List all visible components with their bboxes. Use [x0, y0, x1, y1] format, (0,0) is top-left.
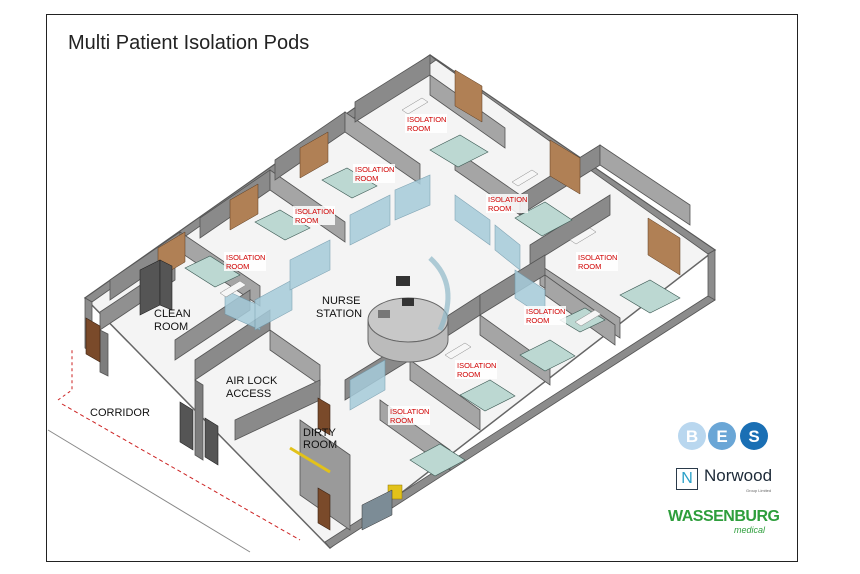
ceiling-lights	[219, 97, 602, 360]
isolation-label-4a: ISOLATION	[226, 253, 265, 262]
corridor-lines	[47, 350, 301, 553]
nurse-station-label-2: STATION	[316, 308, 362, 320]
isolation-label-6a: ISOLATION	[578, 253, 617, 262]
isolation-label-8b: ROOM	[457, 370, 480, 379]
isolation-label-3b: ROOM	[295, 216, 318, 225]
bes-logo: B E S	[678, 422, 768, 450]
doors	[85, 317, 331, 531]
isolation-label-6b: ROOM	[578, 262, 601, 271]
lockers	[139, 259, 173, 316]
isolation-label-7a: ISOLATION	[526, 307, 565, 316]
dirty-room-fittings	[289, 446, 403, 531]
isolation-label-4b: ROOM	[226, 262, 249, 271]
isolation-label-9a: ISOLATION	[390, 407, 429, 416]
wassenburg-name: WASSENBURG	[668, 508, 780, 525]
clean-room-label-1: CLEAN	[154, 308, 191, 320]
isolation-label-9b: ROOM	[390, 416, 413, 425]
nurse-station-label-1: NURSE	[322, 295, 361, 307]
grey-doors	[179, 401, 219, 466]
isolation-label-2a: ISOLATION	[355, 165, 394, 174]
nurse-station	[367, 256, 451, 363]
isolation-label-5a: ISOLATION	[488, 195, 527, 204]
isolation-label-3a: ISOLATION	[295, 207, 334, 216]
isolation-label-8a: ISOLATION	[457, 361, 496, 370]
dirty-room-label-1: DIRTY	[303, 427, 336, 439]
wassenburg-logo: WASSENBURG medical	[668, 508, 788, 536]
dirty-room-label-2: ROOM	[303, 439, 337, 451]
air-lock-label-2: ACCESS	[226, 388, 271, 400]
isolation-label-5b: ROOM	[488, 204, 511, 213]
bes-letter-b: B	[686, 427, 698, 446]
isolation-label-2b: ROOM	[355, 174, 378, 183]
wassenburg-subtitle: medical	[734, 525, 766, 535]
bes-letter-s: S	[748, 427, 759, 446]
norwood-mark: N	[676, 468, 698, 490]
norwood-name: Norwood	[704, 466, 773, 485]
isolation-label-1a: ISOLATION	[407, 115, 446, 124]
isolation-label-7b: ROOM	[526, 316, 549, 325]
air-lock-label-1: AIR LOCK	[226, 375, 278, 387]
corridor-label: CORRIDOR	[90, 407, 150, 419]
glass-partitions	[224, 174, 546, 411]
norwood-logo: N Norwood Group Limited	[676, 464, 786, 498]
clean-room-label-2: ROOM	[154, 321, 188, 333]
norwood-subtitle: Group Limited	[746, 488, 772, 493]
isolation-label-1b: ROOM	[407, 124, 430, 133]
page-title: Multi Patient Isolation Pods	[68, 32, 310, 54]
bes-letter-e: E	[716, 427, 727, 446]
isolation-room-labels: ISOLATION ROOM ISOLATION ROOM ISOLATION …	[224, 114, 618, 425]
